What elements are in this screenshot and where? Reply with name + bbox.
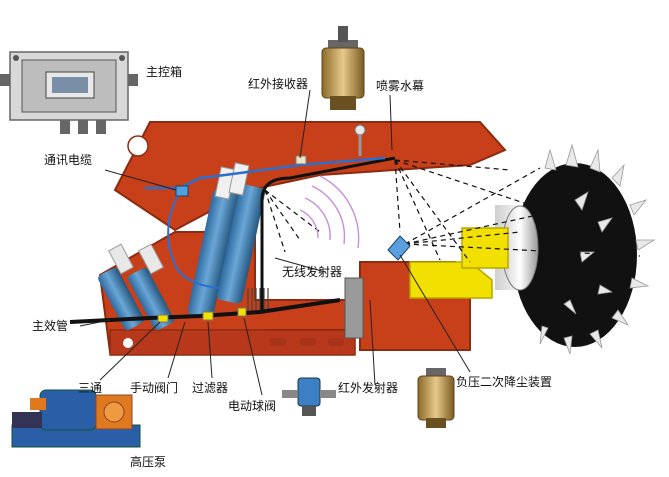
cylinder-4 bbox=[216, 184, 266, 304]
ir-transmitter-device-icon bbox=[417, 368, 455, 428]
base-slot-1 bbox=[270, 338, 286, 346]
label-main-control-box: 主控箱 bbox=[146, 64, 182, 79]
label-electric-ball-valve: 电动球阀 bbox=[228, 399, 276, 413]
wireless-waves bbox=[299, 175, 360, 249]
hydraulic-cylinders bbox=[98, 162, 266, 331]
label-comm-cable: 通讯电缆 bbox=[44, 153, 92, 167]
blue-hose bbox=[167, 194, 221, 289]
boom-arm bbox=[113, 121, 507, 232]
filter-fitting bbox=[202, 311, 214, 321]
label-ir-transmitter: 红外发射器 bbox=[338, 380, 398, 395]
pipes bbox=[69, 156, 396, 324]
cylinder-1 bbox=[98, 267, 144, 331]
cylinder-4-rod bbox=[228, 162, 250, 196]
filter-fins bbox=[247, 288, 269, 312]
negative-pressure-block bbox=[409, 261, 493, 299]
ball-valve-fitting bbox=[237, 307, 247, 317]
boom-hole bbox=[127, 135, 149, 157]
cylinder-3 bbox=[187, 189, 239, 319]
label-spray-curtain: 喷雾水幕 bbox=[376, 79, 424, 93]
pump-icon bbox=[11, 389, 141, 448]
label-wireless-transmitter: 无线发射器 bbox=[282, 264, 342, 279]
leader-lines bbox=[79, 89, 471, 396]
cutter-picks bbox=[539, 143, 656, 355]
label-manual-valve: 手动阀门 bbox=[130, 380, 178, 395]
body-base bbox=[109, 329, 356, 356]
main-pipe bbox=[69, 298, 341, 324]
cylinder-1-rod bbox=[108, 243, 134, 275]
cable-junction bbox=[175, 185, 189, 197]
cutter-head bbox=[495, 143, 656, 355]
yellow-duct bbox=[461, 227, 509, 269]
receiver-device-icon bbox=[321, 26, 365, 110]
tee-fitting bbox=[157, 314, 169, 323]
base-hole-1 bbox=[123, 338, 133, 348]
valve-device-icon bbox=[282, 377, 336, 416]
cylinder-2-rod bbox=[138, 243, 164, 275]
cutter-drum bbox=[513, 163, 637, 347]
spray-nozzle bbox=[295, 155, 307, 165]
control-box-icon bbox=[0, 51, 138, 134]
comm-cable-line bbox=[145, 156, 386, 190]
label-negative-pressure-device: 负压二次降尘装置 bbox=[456, 375, 552, 389]
bracket-ball bbox=[354, 124, 366, 136]
riser-pipe bbox=[260, 156, 396, 312]
label-filter: 过滤器 bbox=[192, 381, 228, 395]
mount-grille bbox=[344, 277, 364, 339]
base-slot-2 bbox=[300, 338, 316, 346]
base-slot-3 bbox=[328, 338, 344, 346]
ir-emitter-nozzle bbox=[387, 235, 411, 261]
spray-lines bbox=[264, 159, 641, 263]
label-tee: 三通 bbox=[78, 381, 102, 395]
label-high-pressure-pump: 高压泵 bbox=[130, 454, 166, 469]
label-ir-receiver: 红外接收器 bbox=[248, 76, 308, 91]
label-main-pipe: 主效管 bbox=[32, 318, 68, 333]
